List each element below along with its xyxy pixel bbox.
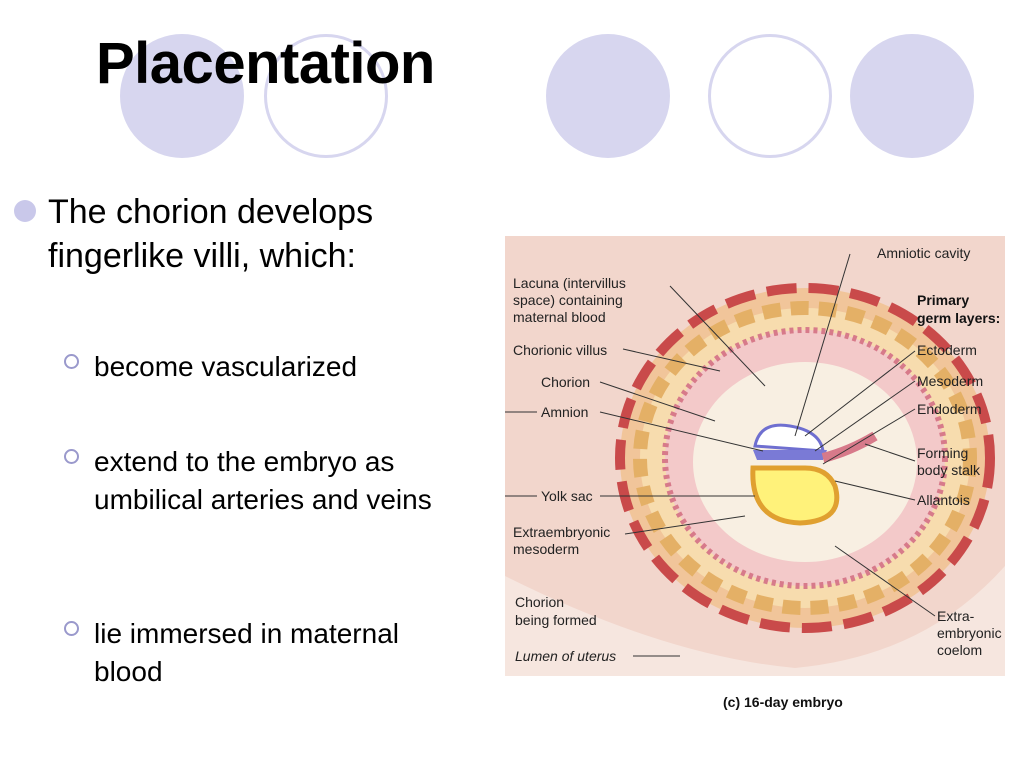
main-bullet-text: The chorion develops fingerlike villi, w… <box>48 193 374 275</box>
label-coelom-3: coelom <box>937 642 982 658</box>
sub-bullet-text: become vascularized <box>94 351 358 382</box>
slide-title: Placentation <box>96 31 435 96</box>
label-forming-1: Forming <box>917 445 968 461</box>
label-primary-1: Primary <box>917 292 969 308</box>
figure-caption: (c) 16-day embryo <box>723 694 843 710</box>
label-forming-2: body stalk <box>917 462 981 478</box>
decor-circle-1 <box>120 34 244 158</box>
label-mesoderm: Mesoderm <box>917 373 983 389</box>
label-extraemb-meso-2: mesoderm <box>513 541 579 557</box>
label-chorion-formed-2: being formed <box>515 612 597 628</box>
main-bullet: The chorion develops fingerlike villi, w… <box>14 190 474 278</box>
label-extraemb-meso-1: Extraembryonic <box>513 524 610 540</box>
decor-circle-4 <box>708 34 832 158</box>
ring-bullet-icon <box>64 621 79 636</box>
label-chorionic-villus: Chorionic villus <box>513 342 607 358</box>
sub-bullet-text: lie immersed in maternal blood <box>94 618 399 687</box>
sub-bullet-1: become vascularized <box>64 348 444 386</box>
leader-lines <box>505 253 936 657</box>
label-coelom-1: Extra- <box>937 608 975 624</box>
ring-bullet-icon <box>64 449 79 464</box>
embryonic-disc <box>753 450 827 460</box>
sub-bullet-2: extend to the embryo as umbilical arteri… <box>64 443 444 519</box>
label-lumen: Lumen of uterus <box>515 648 616 664</box>
embryo-diagram: Amniotic cavity Lacuna (intervillus spac… <box>505 236 1005 710</box>
ring-bullet-icon <box>64 354 79 369</box>
label-amniotic-cavity: Amniotic cavity <box>877 245 970 261</box>
sub-bullet-text: extend to the embryo as umbilical arteri… <box>94 446 432 515</box>
label-yolk-sac: Yolk sac <box>541 488 593 504</box>
decor-circle-2 <box>264 34 388 158</box>
decor-circle-3 <box>546 34 670 158</box>
sub-bullet-3: lie immersed in maternal blood <box>64 615 444 691</box>
label-allantois: Allantois <box>917 492 970 508</box>
label-primary-2: germ layers: <box>917 310 1000 326</box>
label-chorion: Chorion <box>541 374 590 390</box>
yolk-sac-shape <box>750 465 840 526</box>
label-coelom-2: embryonic <box>937 625 1002 641</box>
decor-circle-5 <box>850 34 974 158</box>
label-lacuna-1: Lacuna (intervillus <box>513 275 626 291</box>
amniotic-cavity-shape <box>753 423 825 453</box>
coelom-cavity <box>693 362 917 562</box>
label-chorion-formed-1: Chorion <box>515 594 564 610</box>
body-stalk <box>821 431 878 463</box>
label-amnion: Amnion <box>541 404 588 420</box>
label-lacuna-3: maternal blood <box>513 309 606 325</box>
label-endoderm: Endoderm <box>917 401 982 417</box>
label-lacuna-2: space) containing <box>513 292 623 308</box>
label-ectoderm: Ectoderm <box>917 342 977 358</box>
bullet-dot-icon <box>14 200 36 222</box>
